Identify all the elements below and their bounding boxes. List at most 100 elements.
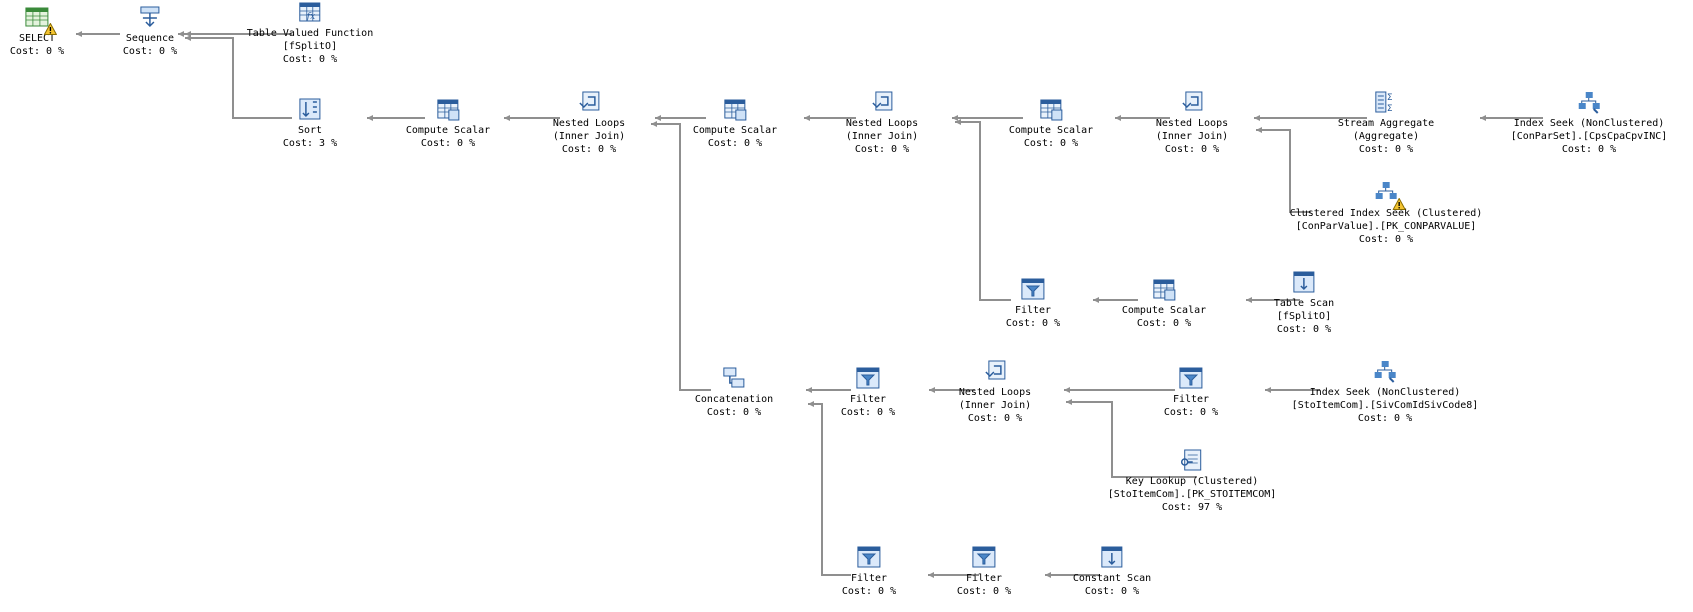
plan-edge[interactable]: [1066, 401, 1197, 478]
plan-node-cis[interactable]: Clustered Index Seek (Clustered) [ConParV…: [1289, 180, 1483, 246]
operator-label: [ConParValue].[PK_CONPARVALUE]: [1295, 221, 1477, 232]
sequence-icon: [137, 5, 163, 29]
operator-label: Index Seek (NonClustered): [1513, 118, 1665, 129]
operator-label: Filter: [1014, 305, 1052, 316]
operator-label: (Inner Join): [845, 131, 919, 142]
plan-node-nl3[interactable]: Nested Loops(Inner Join)Cost: 0 %: [1156, 90, 1228, 156]
cost-label: Cost: 0 %: [707, 138, 763, 149]
cost-label: Cost: 0 %: [967, 413, 1023, 424]
plan-node-nl1[interactable]: Nested Loops(Inner Join)Cost: 0 %: [553, 90, 625, 156]
cost-label: Cost: 0 %: [1163, 407, 1219, 418]
nested-loops-icon: [576, 90, 602, 114]
filter-icon: [856, 545, 882, 569]
operator-label: Index Seek (NonClustered): [1309, 387, 1461, 398]
edge-arrowhead: [651, 121, 657, 127]
operator-label: (Inner Join): [1155, 131, 1229, 142]
operator-label: [StoItemCom].[SivComIdSivCode8]: [1291, 400, 1479, 411]
operator-label: Key Lookup (Clustered): [1125, 476, 1259, 487]
operator-label: Sort: [297, 125, 323, 136]
sort-icon: [297, 97, 323, 121]
plan-edge[interactable]: [651, 123, 711, 391]
svg-text:Σ: Σ: [1387, 104, 1393, 114]
edge-arrowhead: [952, 115, 958, 121]
operator-label: SELECT: [18, 33, 56, 44]
operator-label: [fSplitO]: [1276, 311, 1332, 322]
edge-arrowhead: [806, 387, 812, 393]
plan-edge[interactable]: [808, 403, 851, 576]
operator-label: Sequence: [125, 33, 175, 44]
filter-icon: [1020, 277, 1046, 301]
cost-label: Cost: 0 %: [420, 138, 476, 149]
cost-label: Cost: 0 %: [706, 407, 762, 418]
filter-icon: [1178, 366, 1204, 390]
operator-label: (Inner Join): [958, 400, 1032, 411]
filter-icon: [855, 366, 881, 390]
nested-loops-icon: [869, 90, 895, 114]
cost-label: Cost: 0 %: [1136, 318, 1192, 329]
cost-label: Cost: 0 %: [840, 407, 896, 418]
operator-label: Constant Scan: [1072, 573, 1152, 584]
operator-label: Compute Scalar: [405, 125, 491, 136]
operator-label: (Aggregate): [1352, 131, 1420, 142]
plan-node-nl4[interactable]: Nested Loops (Inner Join) Cost: 0 %: [959, 359, 1031, 425]
operator-label: Concatenation: [694, 394, 774, 405]
operator-label: Nested Loops: [845, 118, 919, 129]
concatenation-icon: [721, 366, 747, 390]
operator-label: Clustered Index Seek (Clustered): [1289, 208, 1483, 219]
cost-label: Cost: 0 %: [1358, 234, 1414, 245]
cost-label: Cost: 0 %: [561, 144, 617, 155]
plan-edge[interactable]: [185, 37, 292, 119]
operator-label: [ConParSet].[CpsCpaCpvINC]: [1510, 131, 1668, 142]
plan-edge[interactable]: [955, 121, 1011, 301]
edge-arrowhead: [178, 31, 184, 37]
operator-label: Filter: [849, 394, 887, 405]
cost-label: Cost: 3 %: [282, 138, 338, 149]
cost-label: Cost: 0 %: [1358, 144, 1414, 155]
table-valued-function-icon: fx: [297, 0, 323, 24]
compute-scalar-icon: [1038, 97, 1064, 121]
operator-label: (Inner Join): [552, 131, 626, 142]
cost-label: Cost: 0 %: [854, 144, 910, 155]
svg-text:Σ: Σ: [1387, 93, 1393, 103]
edge-arrowhead: [1265, 387, 1271, 393]
edge-arrowhead: [1246, 297, 1252, 303]
plan-node-nl2[interactable]: Nested Loops (Inner Join) Cost: 0 %: [846, 90, 918, 156]
plan-node-ts[interactable]: Table Scan[fSplitO]Cost: 0 %: [1274, 270, 1334, 336]
cost-label: Cost: 0 %: [122, 46, 178, 57]
cost-label: Cost: 97 %: [1161, 502, 1223, 513]
operator-label: [fSplitO]: [282, 41, 338, 52]
cost-label: Cost: 0 %: [1561, 144, 1617, 155]
plan-node-is1[interactable]: Index Seek (NonClustered) [ConParSet].[Cp…: [1510, 90, 1668, 156]
cost-label: Cost: 0 %: [841, 586, 897, 597]
operator-label: Filter: [965, 573, 1003, 584]
index-seek-icon: [1372, 359, 1398, 383]
edge-arrowhead: [1066, 399, 1072, 405]
compute-scalar-icon: [435, 97, 461, 121]
edge-arrowhead: [367, 115, 373, 121]
key-lookup-icon: [1179, 448, 1205, 472]
svg-text:fx: fx: [306, 12, 315, 22]
operator-label: Nested Loops: [958, 387, 1032, 398]
plan-node-kl[interactable]: Key Lookup (Clustered)[StoItemCom].[PK_S…: [1108, 448, 1276, 514]
plan-edge[interactable]: [1256, 129, 1311, 213]
cost-label: Cost: 0 %: [1357, 413, 1413, 424]
plan-node-is2[interactable]: Index Seek (NonClustered) [StoItemCom].[S…: [1291, 359, 1479, 425]
